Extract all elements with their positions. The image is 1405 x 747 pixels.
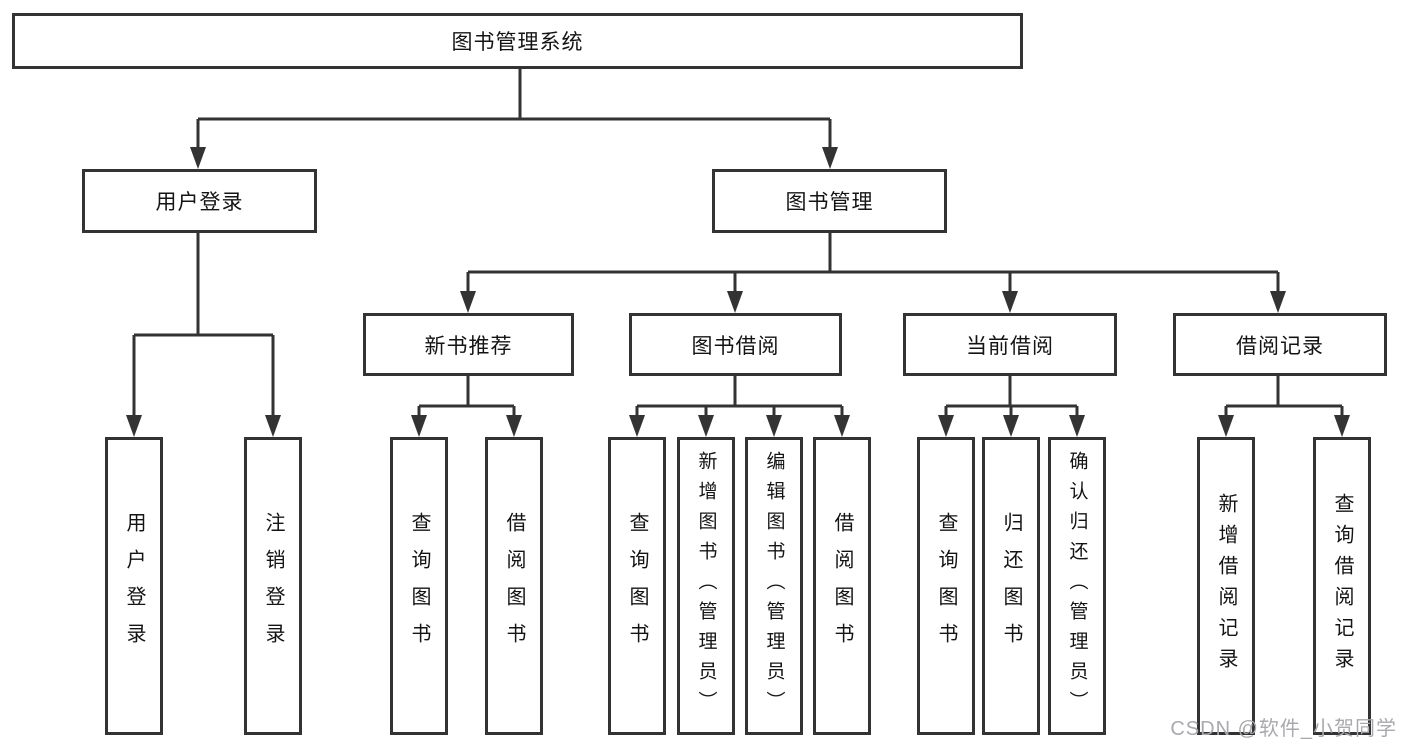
node-label: 注销登录 bbox=[262, 512, 284, 660]
node-label: 借阅图书 bbox=[831, 512, 853, 660]
node-label: 新书推荐 bbox=[424, 334, 513, 358]
node-label: 确认归还（管理员） bbox=[1066, 451, 1088, 721]
node-label: 新增借阅记录 bbox=[1215, 493, 1237, 679]
node-label: 查询借阅记录 bbox=[1331, 493, 1353, 679]
leaf-query-books-recommend: 查询图书 bbox=[390, 437, 448, 735]
node-label: 编辑图书（管理员） bbox=[763, 451, 785, 721]
node-label: 查询图书 bbox=[408, 512, 430, 660]
leaf-edit-book-admin: 编辑图书（管理员） bbox=[745, 437, 803, 735]
leaf-add-borrow-record: 新增借阅记录 bbox=[1197, 437, 1255, 735]
leaf-query-books-current: 查询图书 bbox=[917, 437, 975, 735]
node-label: 图书管理 bbox=[785, 191, 874, 214]
node-label: 归还图书 bbox=[1000, 512, 1022, 660]
leaf-borrow-books: 借阅图书 bbox=[813, 437, 871, 735]
node-label: 借阅图书 bbox=[503, 512, 525, 660]
leaf-user-login: 用户登录 bbox=[105, 437, 163, 735]
node-label: 借阅记录 bbox=[1236, 334, 1324, 358]
csdn-watermark: CSDN @软件_小贺同学 bbox=[1170, 718, 1397, 740]
leaf-return-book: 归还图书 bbox=[982, 437, 1040, 735]
node-label: 用户登录 bbox=[123, 512, 145, 660]
node-borrow-records: 借阅记录 bbox=[1173, 313, 1387, 376]
node-user-login: 用户登录 bbox=[82, 169, 317, 233]
node-label: 新增图书（管理员） bbox=[695, 451, 717, 721]
node-new-book-recommend: 新书推荐 bbox=[363, 313, 574, 376]
leaf-borrow-books-recommend: 借阅图书 bbox=[485, 437, 543, 735]
node-library-system: 图书管理系统 bbox=[12, 13, 1023, 69]
node-label: 当前借阅 bbox=[966, 334, 1054, 358]
node-label: 图书管理系统 bbox=[451, 31, 584, 54]
leaf-add-book-admin: 新增图书（管理员） bbox=[677, 437, 735, 735]
node-label: 图书借阅 bbox=[691, 334, 780, 358]
arrowhead-icons bbox=[126, 147, 1350, 437]
leaf-confirm-return-admin: 确认归还（管理员） bbox=[1048, 437, 1106, 735]
node-book-management: 图书管理 bbox=[712, 169, 947, 233]
node-label: 查询图书 bbox=[626, 512, 648, 660]
node-book-borrow: 图书借阅 bbox=[629, 313, 842, 376]
node-label: 用户登录 bbox=[155, 191, 244, 214]
node-label: 查询图书 bbox=[935, 512, 957, 660]
node-current-borrow: 当前借阅 bbox=[903, 313, 1117, 376]
leaf-logout-login: 注销登录 bbox=[244, 437, 302, 735]
leaf-query-books-borrow: 查询图书 bbox=[608, 437, 666, 735]
leaf-query-borrow-record: 查询借阅记录 bbox=[1313, 437, 1371, 735]
